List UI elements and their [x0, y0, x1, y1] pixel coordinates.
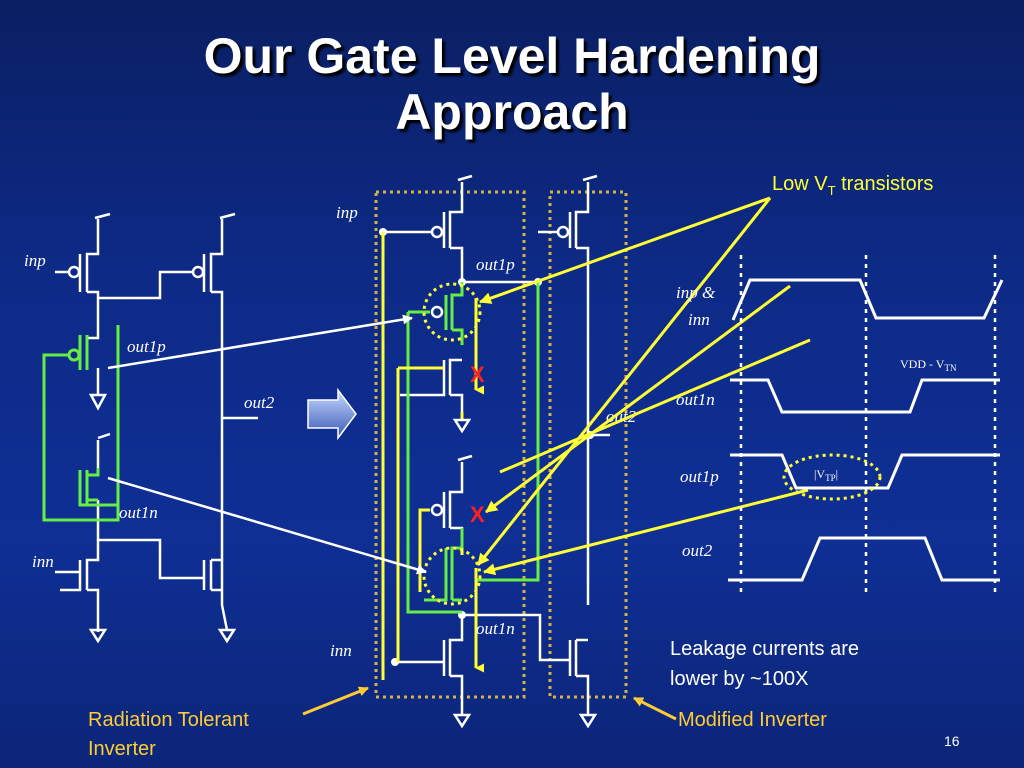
leakage-label-1: Leakage currents are — [670, 638, 859, 660]
left-circuit — [60, 212, 258, 632]
left-out2-label: out2 — [244, 393, 275, 412]
mid-inp-label: inp — [336, 203, 358, 222]
left-out1p-label: out1p — [127, 337, 166, 356]
label-pointer-arrows — [302, 686, 677, 721]
mid-yellow-wires — [381, 232, 484, 680]
low-vt-highlight-top — [422, 282, 482, 342]
wave-inp-inn-label-2: inn — [688, 310, 710, 329]
wave-out2 — [728, 536, 1000, 582]
slide-title: Our Gate Level Hardening Approach — [0, 28, 1024, 140]
vtp-label: |VTP| — [814, 467, 838, 483]
vdd-vtn-label: VDD - VTN — [900, 357, 957, 373]
mid-inn-label: inn — [330, 641, 352, 660]
low-vt-arrows — [476, 196, 811, 576]
low-vt-highlight-bottom — [422, 546, 482, 606]
left-green-wires — [42, 325, 120, 522]
leakage-label-2: lower by ~100X — [670, 668, 808, 690]
title-line-1: Our Gate Level Hardening — [203, 28, 821, 84]
x-mark-bottom: X — [470, 502, 485, 527]
page-number: 16 — [944, 733, 960, 749]
wave-inp-inn-label-1: inp & — [676, 283, 716, 302]
radiation-tolerant-box — [374, 190, 526, 699]
waveform-gridlines — [739, 255, 997, 592]
transform-arrow-icon — [307, 387, 357, 441]
vtp-highlight — [782, 453, 882, 501]
rad-tolerant-label-1: Radiation Tolerant — [88, 709, 249, 731]
mid-green-wires — [406, 282, 540, 614]
left-inp-label: inp — [24, 251, 46, 270]
wave-out2-label: out2 — [682, 541, 713, 560]
mid-out1n-label: out1n — [476, 619, 515, 638]
wave-out1n-label: out1n — [676, 390, 715, 409]
low-vt-label: Low VT transistors — [772, 173, 933, 198]
x-mark-top: X — [470, 362, 485, 387]
rad-tolerant-label-2: Inverter — [88, 738, 156, 760]
left-out1n-label: out1n — [119, 503, 158, 522]
wave-out1p — [730, 453, 1000, 490]
mid-out1p-label: out1p — [476, 255, 515, 274]
title-line-2: Approach — [395, 84, 629, 140]
wave-out1p-label: out1p — [680, 467, 719, 486]
waveforms — [728, 278, 1004, 582]
left-inn-label: inn — [32, 552, 54, 571]
modified-inverter-label: Modified Inverter — [678, 709, 827, 731]
wave-inp-inn — [731, 278, 1004, 321]
mid-out2-label: out2 — [606, 407, 637, 426]
mid-circuit — [383, 174, 610, 705]
wave-out1n — [730, 378, 1000, 414]
